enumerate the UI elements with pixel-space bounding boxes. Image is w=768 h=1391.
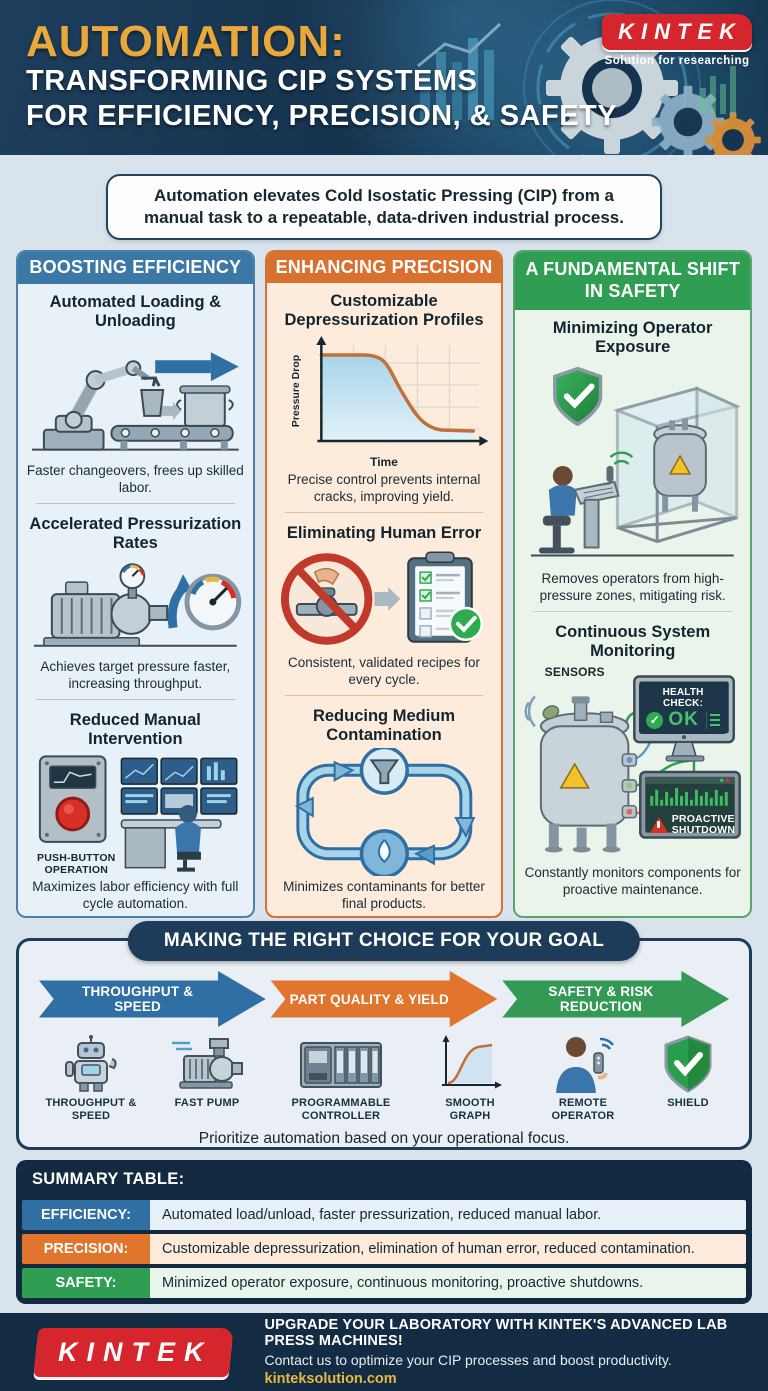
- goal-icon-remote-operator: REMOTE OPERATOR: [535, 1035, 631, 1122]
- kintek-logo: KINTEK: [602, 14, 752, 50]
- kintek-footer-logo: KINTEK: [33, 1327, 234, 1377]
- pump-gauge-illustration: [26, 556, 245, 656]
- arrow-safety-risk-reduction: SAFETY & RISK REDUCTION: [502, 971, 730, 1027]
- shield-icon: [664, 1035, 712, 1093]
- divider: [533, 610, 733, 612]
- sensors-label: SENSORS: [544, 664, 605, 679]
- status-lines: [705, 712, 720, 729]
- operator-exposure-illustration: [523, 360, 742, 568]
- brand-tagline: Solution for researching: [604, 55, 750, 67]
- divider: [36, 503, 235, 505]
- page-title-line2: TRANSFORMING CIP SYSTEMS: [26, 65, 478, 97]
- section-heading: Automated Loading & Unloading: [49, 293, 222, 331]
- depressurization-chart: Pressure Drop: [279, 333, 498, 457]
- benefit-columns: BOOSTING EFFICIENCY Automated Loading & …: [0, 250, 768, 918]
- closed-loop-cycle-illustration: [275, 748, 494, 876]
- goal-icon-shield: SHIELD: [653, 1035, 723, 1110]
- smooth-graph-icon: [442, 1035, 502, 1089]
- row-value: Minimized operator exposure, continuous …: [150, 1268, 746, 1298]
- shutdown-label: SHUTDOWN: [671, 824, 736, 837]
- arrow-throughput-speed: THROUGHPUT & SPEED: [39, 971, 266, 1027]
- chart-x-axis-label: Time: [370, 455, 398, 470]
- goal-icon-throughput: THROUGHPUT & SPEED: [45, 1035, 137, 1122]
- divider: [36, 699, 235, 701]
- section-caption: Constantly monitors components for proac…: [524, 864, 741, 897]
- section-heading: Reducing Medium Contamination: [312, 707, 456, 745]
- choice-footnote: Prioritize automation based on your oper…: [198, 1130, 570, 1148]
- plc-icon: [300, 1042, 382, 1088]
- choice-section-title: MAKING THE RIGHT CHOICE FOR YOUR GOAL: [127, 921, 641, 961]
- remote-operator-icon: [556, 1037, 615, 1093]
- column-shift-in-safety: A FUNDAMENTAL SHIFT IN SAFETY Minimizing…: [513, 250, 753, 918]
- arrow-part-quality-yield: PART QUALITY & YIELD: [270, 971, 498, 1027]
- section-heading: Eliminating Human Error: [286, 524, 482, 543]
- row-value: Customizable depressurization, eliminati…: [150, 1234, 746, 1264]
- section-heading: Accelerated Pressurization Rates: [29, 515, 242, 553]
- ok-status: OK: [668, 709, 699, 731]
- section-caption: Maximizes labor efficiency with full cyc…: [32, 879, 239, 911]
- section-caption: Consistent, validated recipes for every …: [287, 655, 481, 688]
- row-label: PRECISION:: [22, 1234, 150, 1264]
- chart-y-axis-label: Pressure Drop: [289, 354, 302, 428]
- goal-icon-fast-pump: FAST PUMP: [159, 1035, 255, 1110]
- section-caption: Precise control prevents internal cracks…: [287, 472, 481, 505]
- proactive-shutdown-screen: PROACTIVE SHUTDOWN: [645, 776, 735, 836]
- page-title-accent: AUTOMATION:: [26, 17, 346, 66]
- summary-row-efficiency: EFFICIENCY: Automated load/unload, faste…: [22, 1200, 746, 1230]
- footer-headline: UPGRADE YOUR LABORATORY WITH KINTEK'S AD…: [264, 1317, 728, 1349]
- system-monitoring-illustration: SENSORS HEALTH CHECK: ✓ OK PROACTIVE: [523, 664, 742, 862]
- proactive-label: PROACTIVE: [671, 812, 735, 825]
- row-label: EFFICIENCY:: [22, 1200, 150, 1230]
- column-enhancing-precision: ENHANCING PRECISION Customizable Depress…: [264, 250, 504, 918]
- robot-arm-conveyor-illustration: [26, 334, 245, 460]
- footer: KINTEK UPGRADE YOUR LABORATORY WITH KINT…: [0, 1313, 768, 1391]
- push-button-operation-label: PUSH-BUTTON OPERATION: [37, 851, 116, 876]
- choice-section: MAKING THE RIGHT CHOICE FOR YOUR GOAL TH…: [16, 921, 752, 1150]
- brand-logo: KINTEK Solution for researching: [602, 14, 752, 67]
- section-caption: Minimizes contaminants for better final …: [283, 879, 485, 911]
- summary-title: SUMMARY TABLE:: [32, 1170, 185, 1188]
- health-check-label: HEALTH CHECK:: [662, 686, 704, 709]
- column-title: BOOSTING EFFICIENCY: [18, 252, 253, 285]
- check-circle-icon: ✓: [646, 711, 664, 729]
- section-caption: Achieves target pressure faster, increas…: [40, 659, 231, 692]
- summary-row-safety: SAFETY: Minimized operator exposure, con…: [22, 1268, 746, 1298]
- footer-url-link[interactable]: kinteksolution.com: [264, 1371, 397, 1387]
- goal-icon-plc: PROGRAMMABLE CONTROLLER: [277, 1035, 405, 1122]
- divider: [284, 695, 484, 697]
- intro-section: Automation elevates Cold Isostatic Press…: [0, 155, 768, 250]
- section-heading: Minimizing Operator Exposure: [552, 319, 713, 356]
- no-human-error-illustration: [275, 546, 494, 652]
- hero-banner: AUTOMATION: TRANSFORMING CIP SYSTEMS FOR…: [0, 0, 768, 155]
- column-title: A FUNDAMENTAL SHIFT IN SAFETY: [515, 252, 751, 310]
- summary-row-precision: PRECISION: Customizable depressurization…: [22, 1234, 746, 1264]
- section-caption: Removes operators from high-pressure zon…: [539, 570, 726, 603]
- section-heading: Reduced Manual Intervention: [69, 711, 201, 749]
- goal-icon-smooth-graph: SMOOTH GRAPH: [427, 1035, 513, 1122]
- fast-pump-icon: [172, 1038, 243, 1089]
- warning-triangle-icon: [649, 817, 668, 834]
- page-title-line3: FOR EFFICIENCY, PRECISION, & SAFETY: [26, 99, 618, 132]
- row-label: SAFETY:: [22, 1268, 150, 1298]
- intro-text: Automation elevates Cold Isostatic Press…: [106, 174, 662, 241]
- push-button-control-room-illustration: PUSH-BUTTON OPERATION: [26, 752, 245, 876]
- footer-subline: Contact us to optimize your CIP processe…: [264, 1352, 672, 1368]
- goal-icons: THROUGHPUT & SPEED FAST PUMP: [19, 1027, 749, 1122]
- divider: [284, 512, 484, 514]
- column-title: ENHANCING PRECISION: [266, 252, 502, 284]
- section-caption: Faster changeovers, frees up skilled lab…: [26, 463, 244, 496]
- section-heading: Customizable Depressurization Profiles: [284, 292, 484, 330]
- robot-icon: [65, 1035, 117, 1092]
- health-check-screen: HEALTH CHECK: ✓ OK: [638, 682, 728, 735]
- gear-icon: [705, 112, 761, 155]
- row-value: Automated load/unload, faster pressuriza…: [150, 1200, 746, 1230]
- summary-table: SUMMARY TABLE: EFFICIENCY: Automated loa…: [16, 1160, 752, 1304]
- section-heading: Continuous System Monitoring: [555, 622, 711, 660]
- goal-arrows: THROUGHPUT & SPEED PART QUALITY & YIELD …: [19, 967, 749, 1027]
- column-boosting-efficiency: BOOSTING EFFICIENCY Automated Loading & …: [16, 250, 255, 918]
